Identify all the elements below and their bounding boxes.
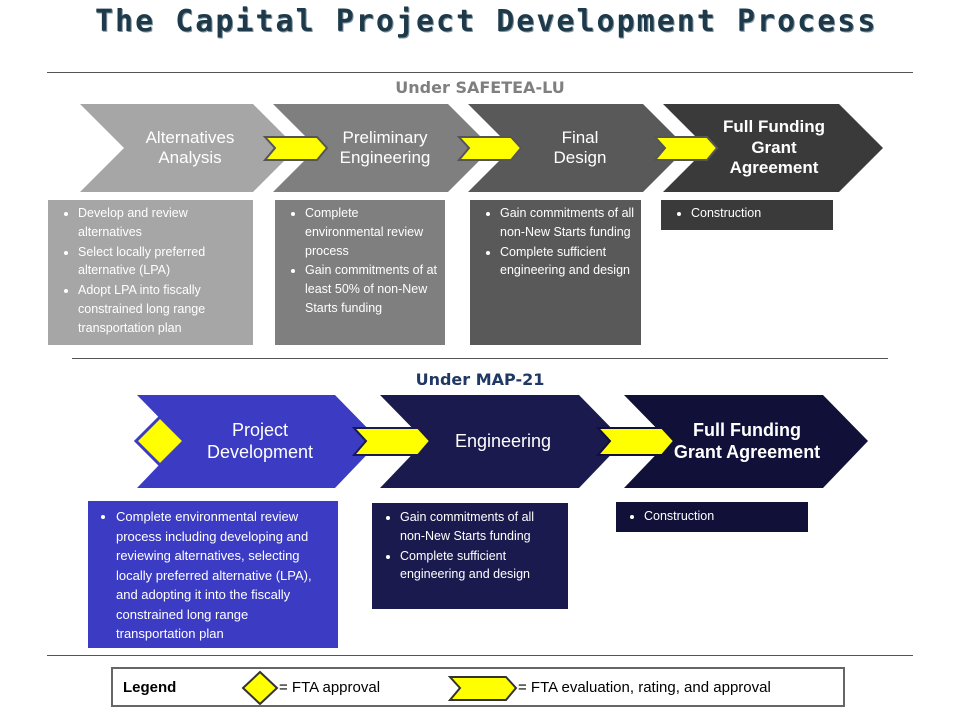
list-item: Construction bbox=[644, 507, 800, 526]
list-item: Complete environmental review process bbox=[305, 204, 439, 260]
stage-preliminary-engineering-label: Preliminary Engineering bbox=[339, 127, 431, 167]
map21-heading: Under MAP-21 bbox=[415, 370, 545, 389]
stage-alternatives-analysis-chevron bbox=[80, 104, 297, 192]
evaluation-arrow-marker bbox=[351, 427, 432, 456]
evaluation-arrow-marker bbox=[652, 136, 719, 161]
stage-engineering-label: Engineering bbox=[454, 431, 552, 452]
divider-top bbox=[47, 72, 913, 73]
evaluation-arrow-marker bbox=[262, 136, 329, 161]
list-item: Complete sufficient engineering and desi… bbox=[400, 547, 560, 585]
divider-bottom bbox=[47, 655, 913, 656]
stage-ffga-chevron bbox=[663, 104, 883, 192]
list-item: Adopt LPA into fiscally constrained long… bbox=[78, 281, 247, 337]
legend-label: Legend bbox=[123, 679, 177, 696]
legend-arrow-text: = FTA evaluation, rating, and approval bbox=[518, 679, 771, 696]
legend: Legend = FTA approval = FTA evaluation, … bbox=[111, 667, 845, 707]
list-item: Construction bbox=[691, 204, 827, 223]
stage-ffga-map21-label: Full Funding Grant Agreement bbox=[673, 420, 821, 462]
evaluation-arrow-marker bbox=[595, 427, 676, 456]
list-item: Gain commitments of all non-New Starts f… bbox=[500, 204, 635, 242]
stage-final-design-label: Final Design bbox=[553, 127, 607, 167]
list-item: Select locally preferred alternative (LP… bbox=[78, 243, 247, 281]
stage-alternatives-analysis-label: Alternatives Analysis bbox=[145, 127, 235, 167]
list-item: Gain commitments of at least 50% of non-… bbox=[305, 261, 439, 317]
stage-preliminary-engineering-chevron bbox=[273, 104, 492, 192]
safetea-heading: Under SAFETEA-LU bbox=[395, 78, 565, 97]
approval-diamond-marker bbox=[133, 414, 187, 468]
legend-diamond-icon bbox=[241, 670, 279, 706]
ffga-map21-details: Construction bbox=[616, 502, 808, 532]
stage-project-development-label: Project Development bbox=[206, 420, 314, 462]
stage-engineering-chevron bbox=[380, 395, 624, 488]
engineering-details: Gain commitments of all non-New Starts f… bbox=[372, 503, 568, 609]
legend-arrow-icon bbox=[447, 676, 518, 701]
legend-diamond-text: = FTA approval bbox=[279, 679, 381, 696]
list-item: Develop and review alternatives bbox=[78, 204, 247, 242]
stage-project-development-chevron bbox=[137, 395, 380, 488]
stage-ffga-label: Full Funding Grant Agreement bbox=[723, 117, 825, 178]
project-development-details: Complete environmental review process in… bbox=[88, 501, 338, 648]
list-item: Gain commitments of all non-New Starts f… bbox=[400, 508, 560, 546]
stage-final-design-chevron bbox=[468, 104, 687, 192]
page-title: The Capital Project Development Process bbox=[95, 4, 878, 39]
final-design-details: Gain commitments of all non-New Starts f… bbox=[470, 200, 641, 345]
list-item: Complete sufficient engineering and desi… bbox=[500, 243, 635, 281]
ffga-details: Construction bbox=[661, 200, 833, 230]
divider-middle bbox=[72, 358, 888, 359]
list-item: Complete environmental review process in… bbox=[116, 507, 330, 644]
alternatives-analysis-details: Develop and review alternatives Select l… bbox=[48, 200, 253, 345]
evaluation-arrow-marker bbox=[456, 136, 523, 161]
stage-ffga-map21-chevron bbox=[624, 395, 868, 488]
preliminary-engineering-details: Complete environmental review process Ga… bbox=[275, 200, 445, 345]
